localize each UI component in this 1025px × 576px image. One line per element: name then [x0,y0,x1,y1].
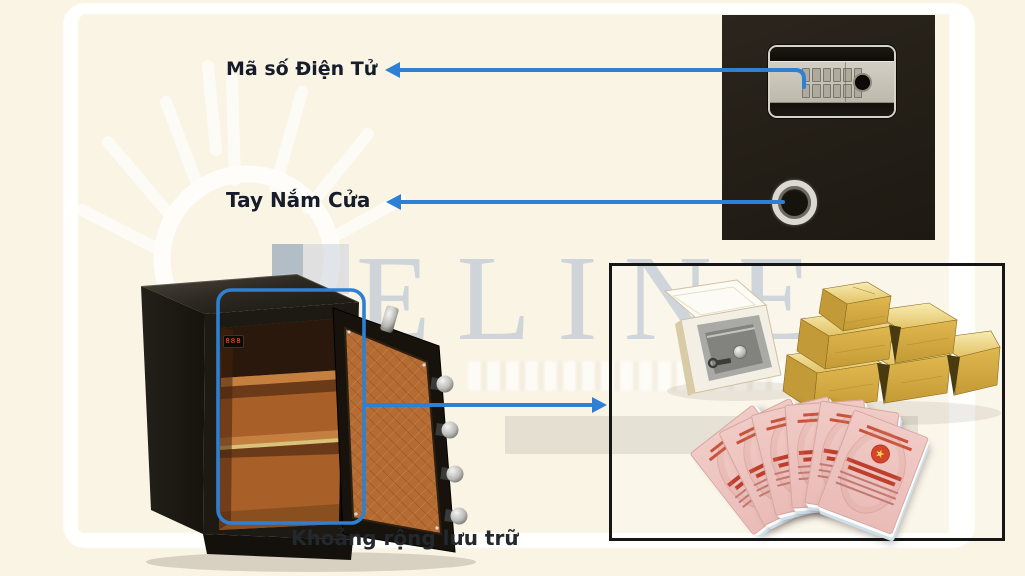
safe-lcd-display: 888 [224,336,243,347]
label-storage-space: Khoảng rộng lưu trữ [291,526,519,550]
label-electronic-code: Mã số Điện Tử [226,58,378,80]
door-bolts [430,375,468,525]
door-handle-ring [772,180,817,225]
valuables-illustration [663,279,1001,425]
keypad-button-band [770,61,894,103]
label-door-handle: Tay Nắm Cửa [226,188,371,212]
keypad-top-strip [770,47,894,61]
keypad-buttons [802,68,862,98]
sunburst-watermark [76,60,406,330]
keypad-bottom-strip [770,103,894,116]
gold-bars [782,281,1001,412]
keyhole-icon [855,74,870,90]
electronic-keypad [768,45,896,118]
star-icon [874,448,886,460]
book-safe [663,279,782,396]
national-emblem-icon [869,442,891,465]
content-box-border [609,263,1005,541]
